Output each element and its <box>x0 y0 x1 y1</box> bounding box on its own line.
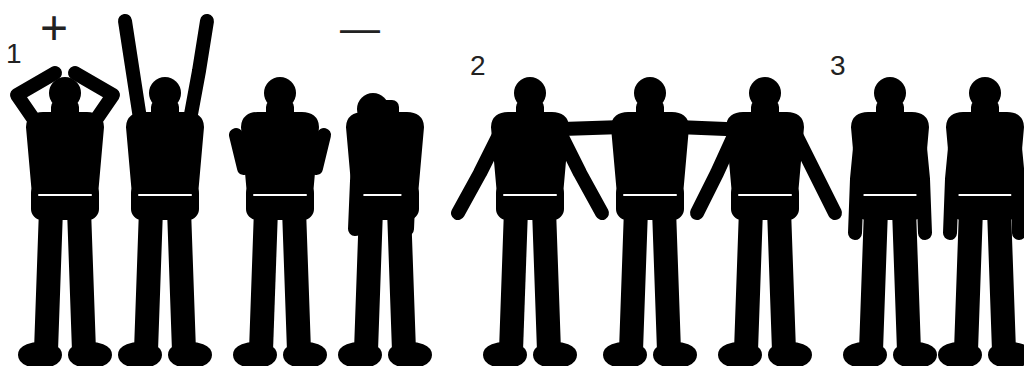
figure-arms-outstretched <box>562 77 726 361</box>
callout-number: 3 <box>830 52 846 80</box>
figure-slumped <box>345 93 425 361</box>
figure-arms-angled <box>697 77 835 361</box>
plus-sign: + <box>40 4 68 52</box>
minus-sign: — <box>340 8 380 48</box>
figure-arms-angled <box>458 77 602 361</box>
figure-hands-at-shoulders <box>236 77 324 361</box>
figure-standing <box>850 77 930 361</box>
callout-number: 2 <box>470 52 486 80</box>
figure-arms-raised <box>125 21 207 361</box>
figure-standing <box>945 77 1024 361</box>
figure-hands-on-head <box>17 73 113 361</box>
callout-number: 1 <box>6 40 22 68</box>
